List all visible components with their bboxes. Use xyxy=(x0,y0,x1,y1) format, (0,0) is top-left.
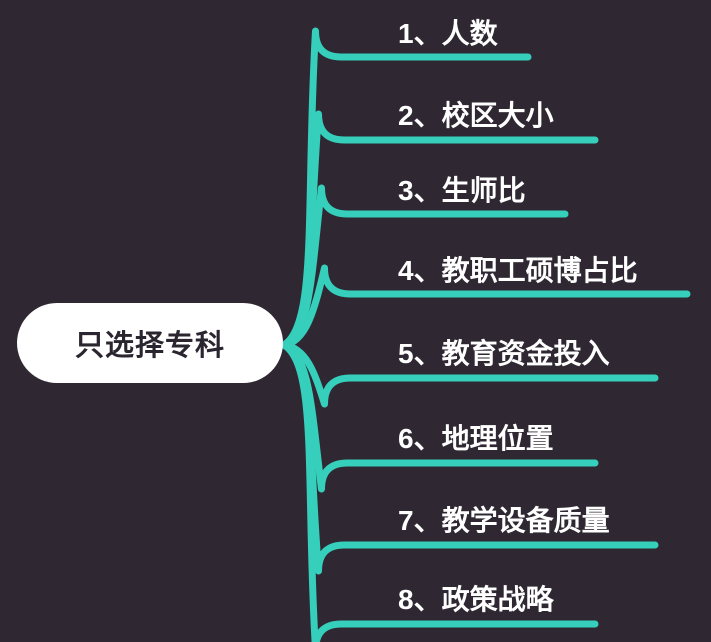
branch-label-7[interactable]: 7、教学设备质量 xyxy=(398,499,610,539)
branch-text-4: 教职工硕博占比 xyxy=(441,255,638,286)
branch-connector-3 xyxy=(280,184,569,349)
branch-index-6: 6、 xyxy=(398,423,442,454)
branch-text-1: 人数 xyxy=(441,18,498,49)
branch-index-7: 7、 xyxy=(398,505,442,536)
branch-index-8: 8、 xyxy=(398,584,442,615)
branch-connector-8 xyxy=(280,341,599,642)
branch-connector-2 xyxy=(280,110,599,349)
branch-text-6: 地理位置 xyxy=(441,423,554,454)
branch-index-1: 1、 xyxy=(398,18,442,49)
branch-index-2: 2、 xyxy=(398,100,442,131)
branch-text-5: 教育资金投入 xyxy=(441,338,610,369)
branch-text-8: 政策战略 xyxy=(441,584,554,615)
branch-text-3: 生师比 xyxy=(441,175,526,206)
branch-label-1[interactable]: 1、人数 xyxy=(398,12,498,52)
branch-label-8[interactable]: 8、政策战略 xyxy=(398,578,554,618)
branch-label-2[interactable]: 2、校区大小 xyxy=(398,94,554,134)
branch-connector-4 xyxy=(280,264,691,349)
central-node[interactable]: 只选择专科 xyxy=(17,303,283,383)
central-node-label: 只选择专科 xyxy=(74,330,225,362)
branch-label-6[interactable]: 6、地理位置 xyxy=(398,417,554,457)
branch-label-5[interactable]: 5、教育资金投入 xyxy=(398,332,610,372)
branch-index-3: 3、 xyxy=(398,175,442,206)
branch-connector-5 xyxy=(280,341,659,408)
branch-label-4[interactable]: 4、教职工硕博占比 xyxy=(398,249,638,289)
branch-label-3[interactable]: 3、生师比 xyxy=(398,169,526,209)
branch-index-5: 5、 xyxy=(398,338,442,369)
branch-index-4: 4、 xyxy=(398,255,442,286)
branch-text-2: 校区大小 xyxy=(441,100,554,131)
branch-text-7: 教学设备质量 xyxy=(441,505,610,536)
